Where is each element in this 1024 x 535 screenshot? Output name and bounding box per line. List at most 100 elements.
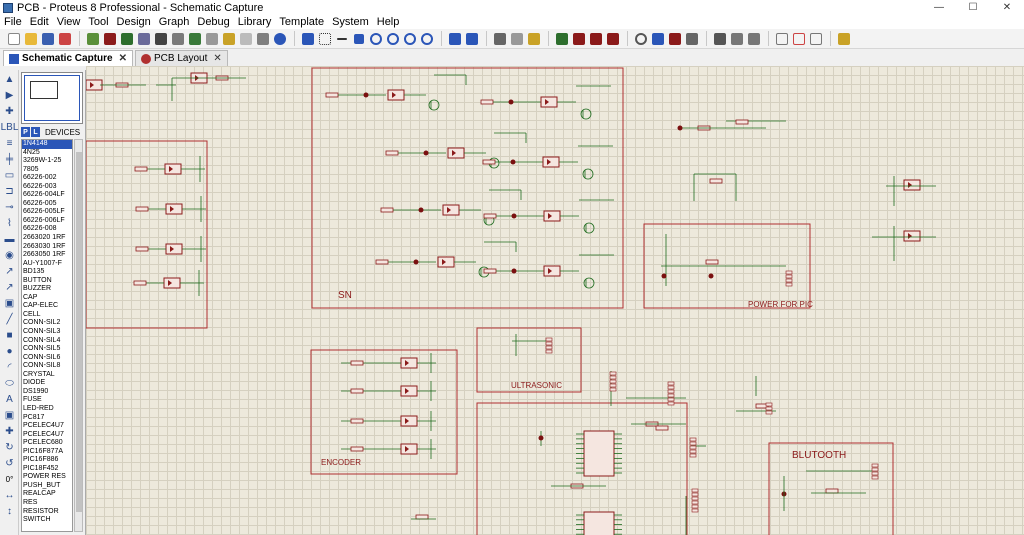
exit-to-parent-icon[interactable] [808,31,823,46]
line-icon[interactable]: ╱ [6,313,13,325]
schematic-canvas[interactable]: SN POWER FOR PIC ULTRASONIC ENCODER BLUT… [86,66,1024,535]
text-icon[interactable]: A [6,393,13,405]
list-item[interactable]: CELL [23,310,41,318]
list-item[interactable]: 66226-004LF [23,191,65,199]
menu-design[interactable]: Design [116,16,151,28]
list-item[interactable]: PIC16F877A [23,447,64,455]
search-tag-icon[interactable] [729,31,744,46]
list-item[interactable]: PCELEC680 [23,439,63,447]
menu-tool[interactable]: Tool [88,16,109,28]
list-item[interactable]: 4N25 [23,148,40,156]
list-item[interactable]: PIC16F886 [23,456,59,464]
3d-view-icon[interactable] [136,31,151,46]
mirror-vertical-icon[interactable]: ↕ [7,505,12,517]
arc-icon[interactable]: ◜ [7,361,12,373]
list-item[interactable]: PCELEC4U7 [23,430,64,438]
current-probe-icon[interactable]: ↗ [5,281,14,293]
cut-icon[interactable] [492,31,507,46]
close-tab-icon[interactable]: ✕ [118,53,127,64]
tab-schematic-capture[interactable]: Schematic Capture ✕ [3,50,133,66]
list-item[interactable]: CONN-SIL8 [23,362,61,370]
close-tab-icon[interactable]: ✕ [213,53,222,64]
list-item[interactable]: 66226-008 [23,225,57,233]
grid-toggle-icon[interactable] [317,31,332,46]
list-item[interactable]: 1N4148 [22,140,72,149]
rotate-anticlockwise-icon[interactable]: ↺ [5,457,14,469]
wire-autorouter-icon[interactable] [712,31,727,46]
list-item[interactable]: AU-Y1007-F [23,259,62,267]
list-item[interactable]: LED-RED [23,404,54,412]
menu-edit[interactable]: Edit [29,16,49,28]
list-item[interactable]: BUZZER [23,285,51,293]
block-move-icon[interactable] [571,31,586,46]
voltage-probe-icon[interactable]: ↗ [5,265,14,277]
close-project-icon[interactable] [57,31,72,46]
list-item[interactable]: CONN-SIL3 [23,328,61,336]
open-folder-icon[interactable] [23,31,38,46]
make-device-icon[interactable] [650,31,665,46]
list-item[interactable]: CONN-SIL2 [23,319,61,327]
buses-icon[interactable]: ╪ [5,153,14,165]
selection-mode-icon[interactable]: ▲ [4,73,15,85]
menu-debug[interactable]: Debug [197,16,230,28]
wire-label-icon[interactable]: LBL [0,121,19,133]
redo-icon[interactable] [464,31,479,46]
pan-icon[interactable] [351,31,366,46]
pick-devices-button[interactable]: P [21,127,30,137]
pcb-icon[interactable] [119,31,134,46]
library-icon[interactable] [255,31,270,46]
schematic-icon[interactable] [102,31,117,46]
block-rotate-icon[interactable] [588,31,603,46]
property-tool-icon[interactable] [746,31,761,46]
cost-icon[interactable] [221,31,236,46]
pick-parts-icon[interactable] [633,31,648,46]
list-item[interactable]: CAP [23,293,38,301]
list-item[interactable]: CONN-SIL6 [23,353,61,361]
list-item[interactable]: PIC18F452 [23,464,59,472]
zoom-all-icon[interactable] [402,31,417,46]
packaging-tool-icon[interactable] [667,31,682,46]
paste-icon[interactable] [526,31,541,46]
bom-icon[interactable] [187,31,202,46]
list-item[interactable]: BD135 [23,268,45,276]
menu-template[interactable]: Template [279,16,325,28]
undo-icon[interactable] [447,31,462,46]
generator-icon[interactable]: ◉ [5,249,14,261]
overview-window[interactable] [21,72,83,124]
tab-pcb-layout[interactable]: PCB Layout ✕ [134,50,228,66]
new-sheet-icon[interactable] [774,31,789,46]
close-button[interactable]: ✕ [1002,2,1012,13]
design-explorer-icon[interactable] [170,31,185,46]
menu-library[interactable]: Library [237,16,272,28]
box-icon[interactable]: ■ [6,329,13,341]
menu-graph[interactable]: Graph [158,16,190,28]
menu-file[interactable]: File [4,16,22,28]
save-icon[interactable] [40,31,55,46]
gerber-icon[interactable] [153,31,168,46]
device-pins-icon[interactable]: ⊸ [5,201,14,213]
zoom-area-icon[interactable] [419,31,434,46]
zoom-out-icon[interactable] [385,31,400,46]
source-code-icon[interactable] [204,31,219,46]
new-file-icon[interactable] [6,31,21,46]
text-script-icon[interactable]: ≡ [6,137,13,149]
list-item[interactable]: BUTTON [23,276,52,284]
list-item[interactable]: PUSH_BUT [23,481,61,489]
mirror-horizontal-icon[interactable]: ↔ [4,489,15,501]
list-item[interactable]: DS1990 [23,387,49,395]
component-mode-icon[interactable]: ▶ [5,89,14,101]
list-item[interactable]: 66226-005 [23,199,57,207]
refresh-icon[interactable] [300,31,315,46]
home-icon[interactable] [85,31,100,46]
origin-icon[interactable] [334,31,349,46]
library-manager-button[interactable]: L [31,127,40,137]
notes-icon[interactable] [238,31,253,46]
list-item[interactable]: CRYSTAL [23,370,55,378]
list-item[interactable]: PC817 [23,413,45,421]
list-item[interactable]: 66226-002 [23,174,57,182]
symbol-icon[interactable]: ▣ [4,409,15,421]
copy-icon[interactable] [509,31,524,46]
decompose-icon[interactable] [684,31,699,46]
list-item[interactable]: SWITCH [23,516,51,524]
circle-icon[interactable]: ● [6,345,13,357]
